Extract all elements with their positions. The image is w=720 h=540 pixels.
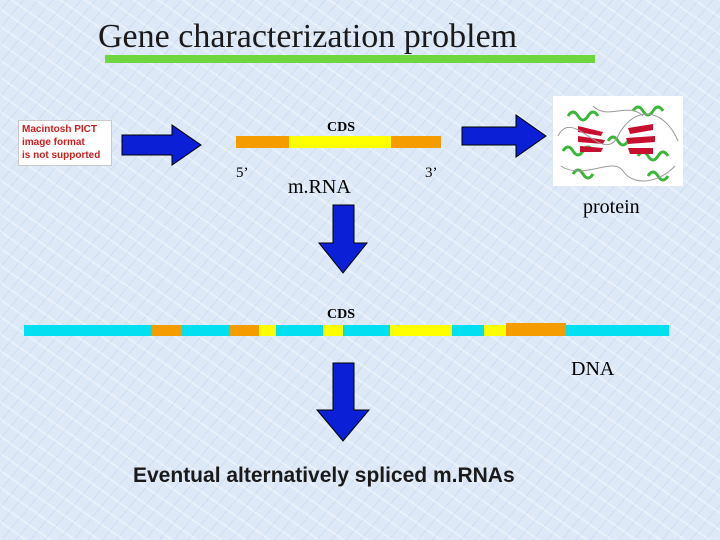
protein-ribbon-icon [557,105,679,182]
mrna-label: m.RNA [288,176,351,198]
dna-intron-segment [24,325,152,336]
dna-intron-segment [566,325,669,336]
dna-exon-cds-segment [390,325,452,336]
dna-utr-segment [230,325,259,336]
right-arrow-icon [121,124,202,166]
five-prime-label: 5’ [236,165,249,181]
dna-intron-segment [276,325,323,336]
dna-exon-cds-segment [484,325,506,336]
dna-utr-segment [506,323,566,336]
protein-label: protein [583,196,640,218]
three-prime-label: 3’ [425,165,438,181]
title-underline [105,55,595,63]
slide-title: Gene characterization problem [98,18,518,55]
mrna-cds-label: CDS [327,120,355,135]
unsupported-image-placeholder: Macintosh PICT image format is not suppo… [18,120,112,166]
down-arrow-icon [315,362,371,442]
dna-cds-label: CDS [327,307,355,322]
mrna-cds-segment [289,136,391,148]
dna-intron-segment [343,325,390,336]
down-arrow-icon [317,204,369,274]
dna-utr-segment [152,325,182,336]
dna-intron-segment [452,325,484,336]
dna-bar [24,323,669,336]
placeholder-line-3: is not supported [22,150,101,161]
mrna-bar [236,136,441,148]
dna-intron-segment [182,325,230,336]
placeholder-line-1: Macintosh PICT [22,124,98,135]
dna-exon-cds-segment [323,325,343,336]
mrna-3utr-segment [391,136,441,148]
dna-exon-cds-segment [259,325,276,336]
dna-label: DNA [571,358,615,380]
mrna-5utr-segment [236,136,289,148]
placeholder-line-2: image format [22,137,85,148]
protein-structure-image [553,96,683,186]
right-arrow-icon [461,114,547,158]
alternative-splicing-label: Eventual alternatively spliced m.RNAs [133,464,515,487]
